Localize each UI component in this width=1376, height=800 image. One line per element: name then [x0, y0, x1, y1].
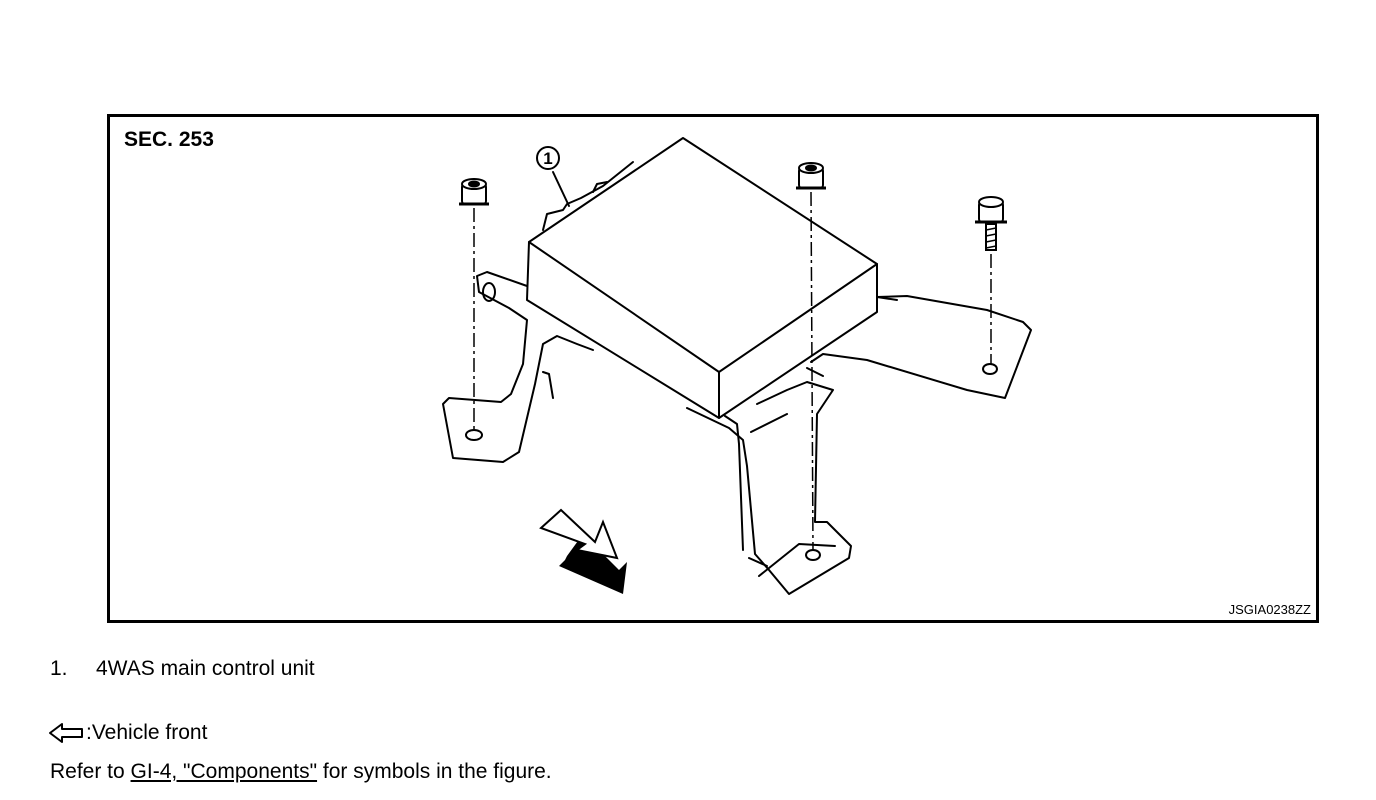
vehicle-front-legend: :Vehicle front [48, 721, 207, 745]
callout-number: 1 [543, 149, 552, 168]
figure-code: JSGIA0238ZZ [1229, 602, 1311, 617]
left-bracket [442, 271, 594, 463]
bottom-bracket [686, 367, 852, 595]
legend-item-number: 1. [50, 657, 68, 680]
legend-item: 1. 4WAS main control unit [50, 657, 315, 681]
bolt-right [975, 196, 1007, 251]
reference-note: Refer to GI-4, "Components" for symbols … [50, 760, 552, 784]
callout-leader [552, 171, 570, 207]
component-diagram: SEC. 253 [107, 114, 1319, 623]
right-bracket [810, 295, 1032, 399]
control-unit-box [526, 137, 898, 419]
reference-suffix: for symbols in the figure. [317, 760, 552, 783]
legend-item-label: 4WAS main control unit [96, 657, 315, 680]
vehicle-front-arrow-icon [539, 508, 627, 594]
alignment-lines [473, 191, 992, 551]
callout-1: 1 [536, 146, 560, 170]
nut-center [796, 162, 826, 190]
reference-prefix: Refer to [50, 760, 131, 783]
figure-frame: SEC. 253 [107, 114, 1319, 623]
nut-left [459, 178, 489, 206]
outline-arrow-left-icon [49, 723, 83, 743]
components-link[interactable]: GI-4, "Components" [130, 760, 318, 783]
section-label: SEC. 253 [124, 128, 214, 151]
vehicle-front-label: :Vehicle front [86, 721, 208, 744]
